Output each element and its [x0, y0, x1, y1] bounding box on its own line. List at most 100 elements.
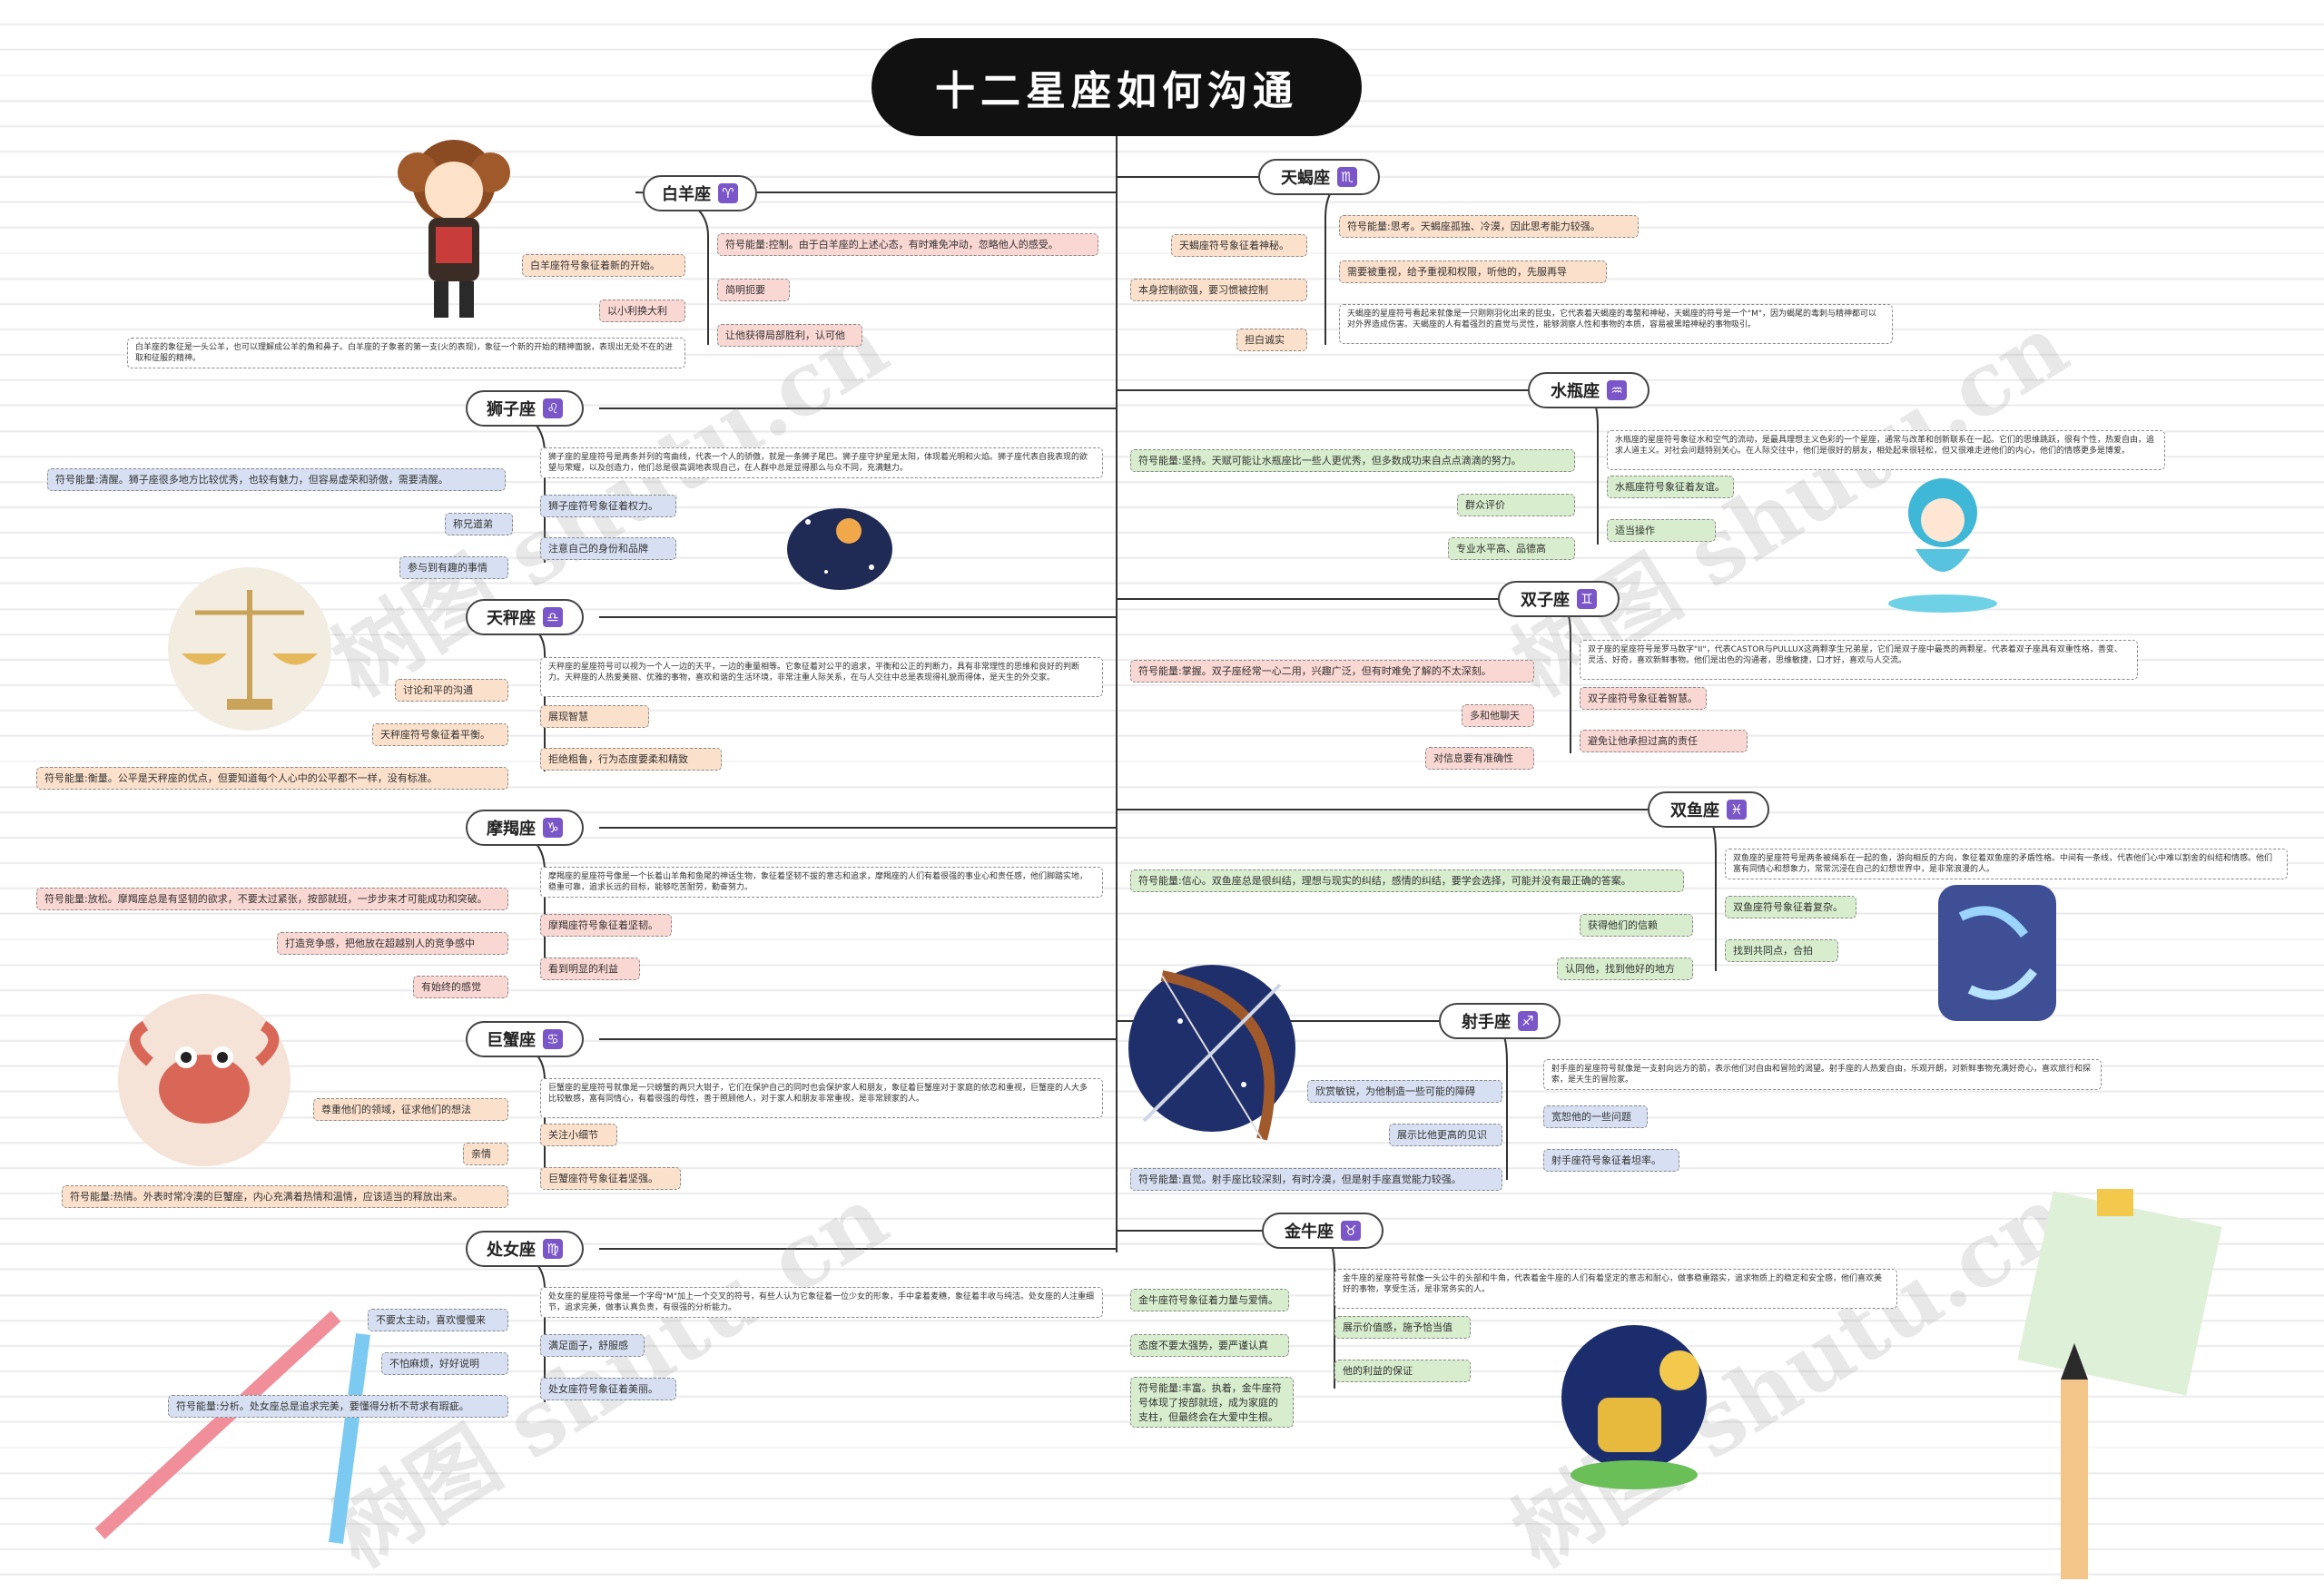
sign-pisces[interactable]: 双鱼座♓	[1648, 791, 1769, 828]
sign-cancer[interactable]: 巨蟹座♋	[466, 1021, 584, 1057]
leaf-pisces-approve: 认同他，找到他好的地方	[1557, 958, 1693, 980]
libra-icon: ♎	[543, 607, 563, 627]
pencil-icon	[2052, 1343, 2097, 1579]
page-title: 十二星座如何沟通	[872, 38, 1362, 136]
leaf-capricorn-energy: 符号能量:放松。摩羯座总是有坚韧的欲求，不要太过紧张，按部就班，一步步来才可能成…	[36, 888, 508, 910]
leaf-cancer-family: 亲情	[463, 1143, 508, 1165]
leaf-cancer-energy: 符号能量:热情。外表时常冷漠的巨蟹座，内心充满着热情和温情，应该适当的释放出来。	[62, 1185, 508, 1208]
leaf-aries-symbol: 白羊座符号象征着新的开始。	[522, 254, 685, 277]
sign-libra[interactable]: 天秤座♎	[466, 599, 584, 635]
leaf-libra-peace: 讨论和平的沟通	[395, 679, 508, 702]
scorpio-icon: ♏	[1337, 167, 1357, 187]
gemini-icon: ♊	[1577, 589, 1597, 609]
sign-capricorn[interactable]: 摩羯座♑	[466, 810, 584, 846]
leaf-sagittarius-appreciate: 欣赏敏锐，为他制造一些可能的障碍	[1307, 1080, 1502, 1103]
pisces-icon	[1934, 880, 2061, 1026]
lion-planet-icon	[781, 495, 899, 594]
cartoon-girl-icon	[381, 118, 527, 327]
capricorn-icon: ♑	[543, 818, 563, 838]
leaf-virgo-desc: 处女座的星座符号像是一个字母"M"加上一个交叉的符号，有些人认为它象征着一位少女…	[540, 1287, 1103, 1318]
leaf-aquarius-energy: 符号能量:坚持。天赋可能让水瓶座比一些人更优秀，但多数成功来自点点滴滴的努力。	[1130, 449, 1575, 472]
leaf-sagittarius-energy: 符号能量:直觉。射手座比较深刻，有时冷漠，但是射手座直觉能力较强。	[1130, 1168, 1502, 1191]
leaf-scorpio-control: 本身控制欲强，要习惯被控制	[1130, 279, 1307, 301]
leaf-sagittarius-forgive: 宽恕他的一些问题	[1543, 1105, 1648, 1128]
leaf-virgo-slow: 不要太主动，喜欢慢慢来	[368, 1309, 508, 1331]
aquarius-girl-icon	[1879, 467, 2006, 613]
scales-icon	[163, 563, 336, 735]
taurus-icon: ♉	[1341, 1221, 1361, 1241]
leaf-taurus-value: 展示价值感，施予恰当值	[1334, 1316, 1471, 1339]
leaf-sagittarius-insight: 展示比他更高的见识	[1389, 1124, 1502, 1146]
leaf-scorpio-value: 需要被重视，给予重视和权限，听他的，先服再导	[1339, 260, 1607, 283]
leaf-aquarius-desc: 水瓶座的星座符号象征水和空气的流动，是最具理想主义色彩的一个星座，通常与改革和创…	[1607, 430, 2165, 470]
pisces-glyph-icon: ♓	[1727, 800, 1747, 820]
sign-sagittarius[interactable]: 射手座♐	[1439, 1003, 1561, 1039]
leaf-sagittarius-desc: 射手座的星座符号就像是一支射向远方的箭，表示他们对自由和冒险的渴望。射手座的人热…	[1543, 1059, 2102, 1090]
crab-icon	[109, 989, 300, 1171]
leaf-pisces-symbol: 双鱼座符号象征着复杂。	[1725, 896, 1856, 918]
sign-taurus[interactable]: 金牛座♉	[1262, 1213, 1384, 1249]
leaf-libra-wisdom: 展现智慧	[540, 705, 649, 728]
leaf-cancer-respect: 尊重他们的领域，征求他们的想法	[313, 1098, 508, 1121]
sign-aquarius[interactable]: 水瓶座♒	[1528, 372, 1649, 408]
sagittarius-icon: ♐	[1518, 1011, 1538, 1031]
leaf-scorpio-energy: 符号能量:思考。天蝎座孤独、冷漠，因此思考能力较强。	[1339, 215, 1639, 238]
leaf-leo-brother: 称兄道弟	[445, 513, 513, 535]
leaf-aries-desc: 白羊座的象征是一头公羊，也可以理解成公羊的角和鼻子。白羊座的子象者的第一支(火的…	[127, 338, 685, 368]
leaf-aries-energy: 符号能量:控制。由于白羊座的上述心态，有时难免冲动，忽略他人的感受。	[717, 233, 1098, 256]
leaf-gemini-symbol: 双子座符号象征着智慧。	[1580, 687, 1707, 710]
leaf-libra-energy: 符号能量:衡量。公平是天秤座的优点，但要知道每个人心中的公平都不一样，没有标准。	[36, 767, 508, 790]
cancer-icon: ♋	[543, 1029, 563, 1049]
bow-arrow-icon	[1126, 948, 1316, 1157]
aquarius-icon: ♒	[1607, 380, 1627, 400]
leaf-gemini-accuracy: 对信息要有准确性	[1425, 747, 1534, 770]
aries-icon: ♈	[718, 183, 738, 203]
leo-icon: ♌	[543, 398, 563, 418]
leaf-leo-desc: 狮子座的星座符号是两条并列的弯曲线，代表一个人的骄傲，就是一条狮子尾巴。狮子座守…	[540, 447, 1103, 478]
leaf-scorpio-symbol: 天蝎座符号象征着神秘。	[1171, 234, 1307, 257]
leaf-pisces-desc: 双鱼座的星座符号是两条被绳系在一起的鱼，游向相反的方向，象征着双鱼座的矛盾性格。…	[1725, 849, 2288, 879]
leaf-taurus-symbol: 金牛座符号象征着力量与爱情。	[1130, 1289, 1289, 1311]
sign-leo[interactable]: 狮子座♌	[466, 390, 584, 427]
leaf-capricorn-finish: 有始终的感觉	[413, 976, 508, 998]
leaf-scorpio-desc: 天蝎座的星座符号看起来就像是一只刚刚羽化出来的昆虫，它代表着天蝎座的毒螯和神秘，…	[1339, 304, 1893, 344]
leaf-aquarius-public: 群众评价	[1457, 494, 1575, 516]
paper-note-icon	[2015, 1189, 2224, 1407]
leaf-aries-concise: 简明扼要	[717, 279, 790, 301]
leaf-virgo-symbol: 处女座符号象征着美丽。	[540, 1378, 676, 1400]
leaf-aries-small-gain: 以小利换大利	[599, 300, 685, 322]
leaf-pisces-common: 找到共同点，合拍	[1725, 939, 1838, 962]
leaf-taurus-energy: 符号能量:丰富。执着，金牛座符号体现了按部就班，成为家庭的支柱，但最终会在大爱中…	[1130, 1377, 1294, 1428]
virgo-icon: ♍	[543, 1239, 563, 1259]
leaf-cancer-desc: 巨蟹座的星座符号就像是一只螃蟹的两只大钳子，它们在保护自己的同时也会保护家人和朋…	[540, 1078, 1103, 1118]
sign-gemini[interactable]: 双子座♊	[1498, 581, 1620, 617]
leaf-scorpio-honest: 担白诚实	[1236, 329, 1307, 351]
leaf-aries-win: 让他获得局部胜利，认可他	[717, 324, 862, 347]
leaf-leo-brand: 注意自己的身份和品牌	[540, 537, 676, 560]
leaf-taurus-benefit: 他的利益的保证	[1334, 1360, 1471, 1382]
leaf-capricorn-symbol: 摩羯座符号象征着坚韧。	[540, 914, 672, 937]
leaf-cancer-details: 关注小细节	[540, 1124, 617, 1146]
leaf-libra-symbol: 天秤座符号象征着平衡。	[372, 723, 508, 746]
leaf-sagittarius-symbol: 射手座符号象征着坦率。	[1543, 1149, 1679, 1172]
bull-icon	[1543, 1316, 1725, 1498]
leaf-leo-energy: 符号能量:清醒。狮子座很多地方比较优秀，也较有魅力，但容易虚荣和骄傲，需要清醒。	[47, 468, 506, 491]
leaf-virgo-explain: 不怕麻烦，好好说明	[381, 1352, 508, 1375]
leaf-gemini-desc: 双子座的星座符号是罗马数字"II"，代表CASTOR与PULLUX这两颗孪生兄弟…	[1580, 640, 2138, 680]
leaf-cancer-symbol: 巨蟹座符号象征着坚强。	[540, 1167, 681, 1190]
leaf-pisces-trust: 获得他们的信赖	[1580, 914, 1693, 937]
leaf-taurus-desc: 金牛座的星座符号就像一头公牛的头部和牛角，代表着金牛座的人们有着坚定的意志和耐心…	[1334, 1269, 1897, 1309]
leaf-aquarius-professional: 专业水平高、品德高	[1448, 537, 1575, 560]
sign-aries[interactable]: 白羊座♈	[643, 175, 757, 211]
pencil-icon	[64, 1298, 372, 1552]
leaf-gemini-responsibility: 避免让他承担过高的责任	[1580, 730, 1748, 752]
leaf-aquarius-operate: 适当操作	[1607, 519, 1716, 542]
sign-scorpio[interactable]: 天蝎座♏	[1258, 159, 1380, 195]
leaf-capricorn-benefit: 看到明显的利益	[540, 958, 640, 980]
leaf-taurus-attitude: 态度不要太强势，要严谨认真	[1130, 1334, 1289, 1357]
leaf-pisces-energy: 符号能量:信心。双鱼座总是很纠结，理想与现实的纠结，感情的纠结，要学会选择，可能…	[1130, 869, 1684, 892]
sign-virgo[interactable]: 处女座♍	[466, 1231, 584, 1267]
leaf-leo-fun: 参与到有趣的事情	[399, 556, 508, 579]
leaf-gemini-energy: 符号能量:掌握。双子座经常一心二用，兴趣广泛，但有时难免了解的不太深刻。	[1130, 660, 1534, 683]
leaf-libra-desc: 天秤座的星座符号可以视为一个人一边的天平，一边的重量相等。它象征着对公平的追求，…	[540, 657, 1103, 697]
